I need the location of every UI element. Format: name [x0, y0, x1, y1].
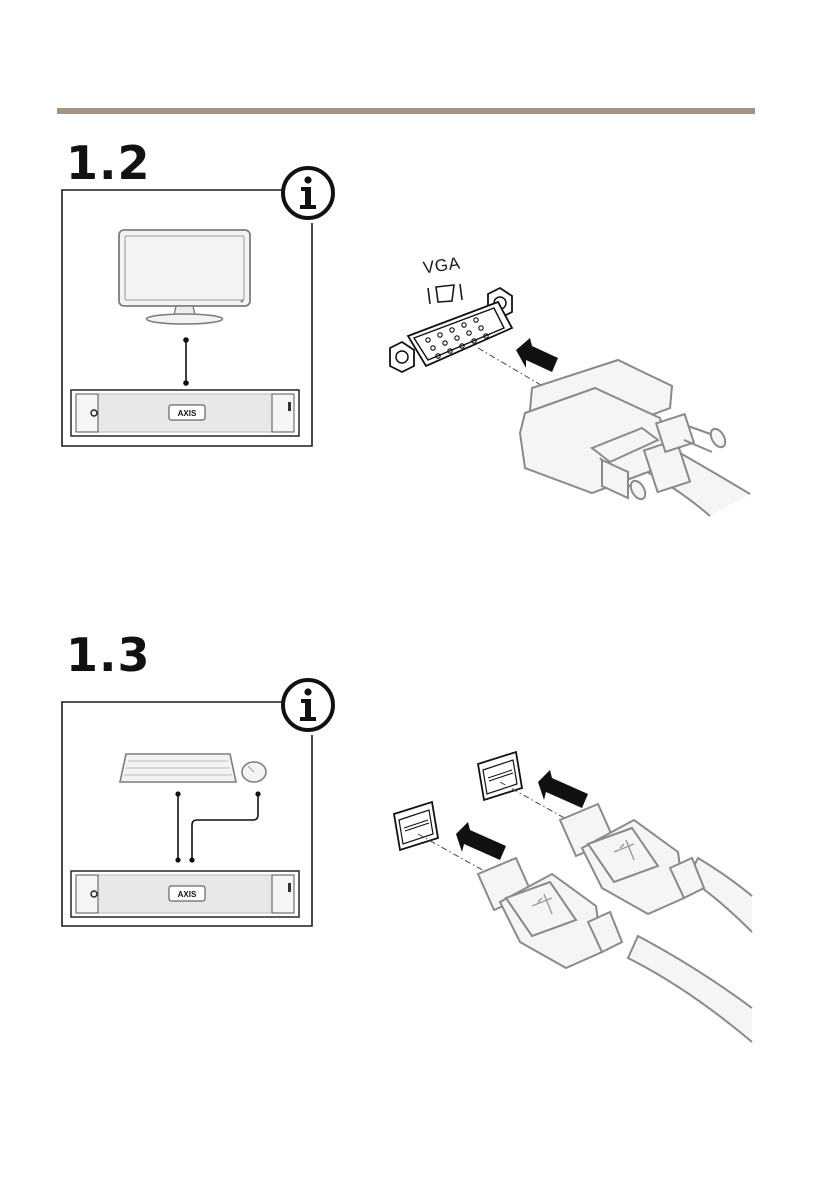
mouse-cable: [189, 791, 260, 862]
vga-connector-figure: [380, 268, 760, 530]
usb-connector-figure: [388, 748, 760, 1048]
server-logo: AXIS: [178, 409, 197, 418]
vga-screw-left: [390, 342, 414, 372]
mouse-icon: [242, 762, 266, 782]
vga-plug: [520, 360, 750, 516]
monitor-connection-panel: AXIS: [58, 165, 340, 450]
usb-port-lower: [394, 802, 438, 850]
usb-port-upper: [478, 752, 522, 800]
keyboard-icon: [120, 754, 236, 782]
insert-arrow-lower-icon: [456, 822, 506, 860]
info-icon: [283, 680, 333, 730]
vga-symbol-icon: [428, 284, 462, 304]
monitor-cable: [183, 337, 189, 386]
keyboard-mouse-connection-panel: AXIS: [58, 678, 340, 932]
vga-port: [408, 302, 512, 366]
server-unit: AXIS: [71, 390, 299, 436]
insert-arrow-icon: [516, 338, 558, 372]
monitor-icon: [119, 230, 250, 324]
server-logo: AXIS: [178, 890, 197, 899]
insert-arrow-upper-icon: [538, 770, 588, 808]
info-icon: [283, 168, 333, 218]
server-unit: AXIS: [71, 871, 299, 917]
header-rule: [57, 108, 755, 114]
step-number-1-3: 1.3: [66, 632, 151, 678]
keyboard-cable: [175, 791, 180, 862]
